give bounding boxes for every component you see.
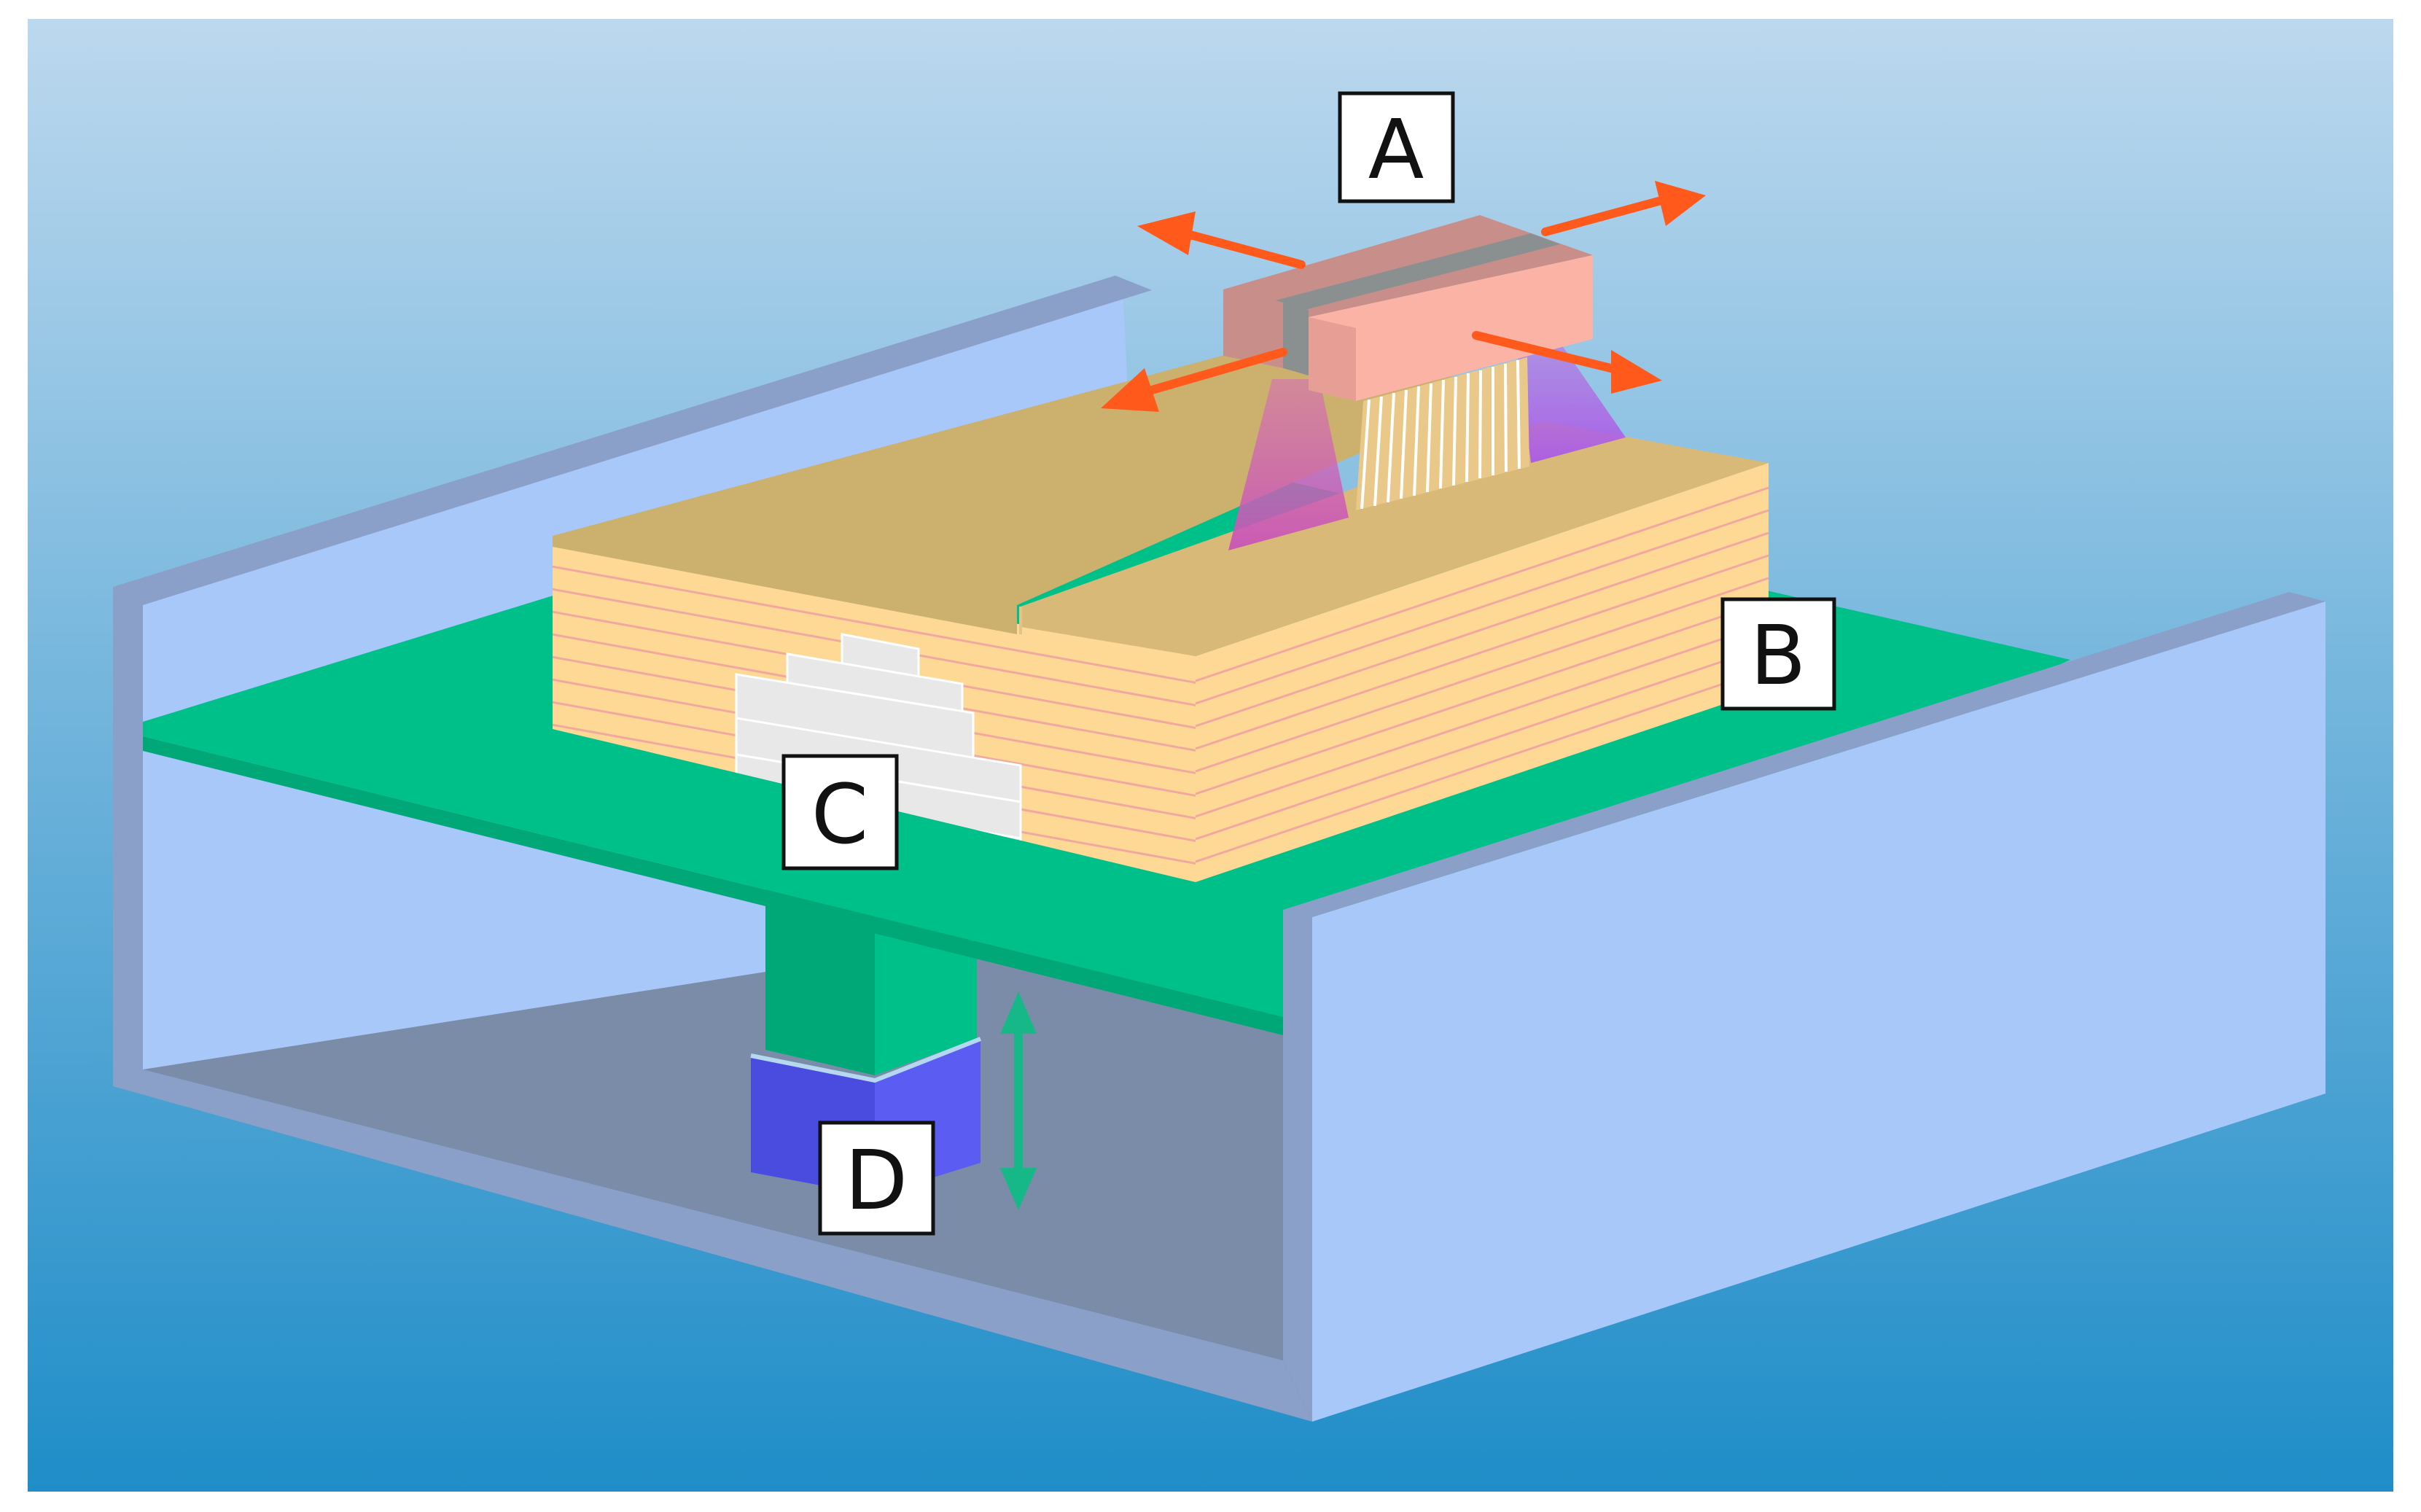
platform-front-edge bbox=[143, 736, 1283, 1035]
elevator-block-edge bbox=[750, 1037, 982, 1083]
callout-d: D bbox=[818, 1121, 935, 1236]
tank-front-rim-top bbox=[1283, 592, 2326, 917]
label-b: B bbox=[1750, 609, 1806, 704]
head-rail-top bbox=[1276, 233, 1560, 310]
tank-front-wall-group bbox=[1283, 592, 2326, 1422]
callout-a: A bbox=[1338, 91, 1455, 203]
tank-left-rim bbox=[113, 587, 143, 1086]
vertical-motion-arrow-icon bbox=[1000, 991, 1037, 1210]
tank-front-wall bbox=[1312, 601, 2326, 1422]
bed-top-front-layer bbox=[1021, 421, 1769, 656]
tank-back-rim bbox=[113, 276, 1152, 605]
tank-bottom-rim bbox=[113, 1069, 1312, 1422]
tank-front-rim-side bbox=[1283, 910, 1312, 1422]
motion-arrows-icon bbox=[1101, 181, 1706, 412]
head-left-block bbox=[1223, 289, 1283, 368]
callout-b: B bbox=[1720, 597, 1836, 711]
right-beam bbox=[1516, 343, 1626, 463]
head-side-shade bbox=[1309, 317, 1356, 401]
label-a: A bbox=[1368, 103, 1424, 198]
head-right-block bbox=[1309, 255, 1593, 401]
head-rail-front bbox=[1283, 303, 1309, 375]
jet-lines bbox=[1360, 359, 1521, 510]
print-head bbox=[1101, 181, 1706, 550]
left-beam bbox=[1228, 379, 1349, 550]
callout-c: C bbox=[781, 754, 899, 870]
label-d: D bbox=[845, 1134, 908, 1228]
label-c: C bbox=[811, 768, 868, 862]
